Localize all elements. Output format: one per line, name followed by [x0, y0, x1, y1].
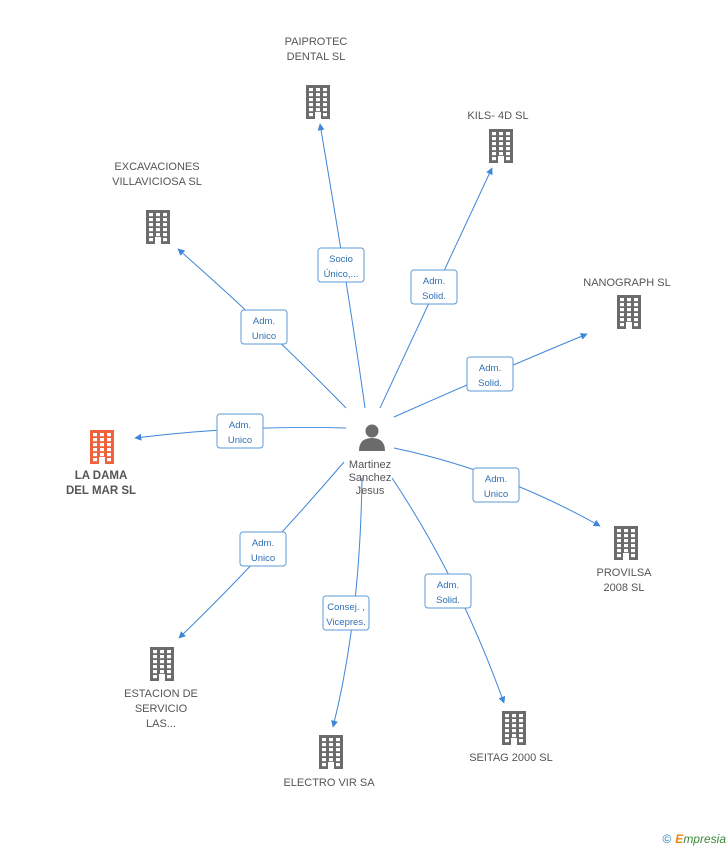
company-name: LAS... [146, 718, 176, 730]
role-label-text: Consej. , [327, 602, 365, 613]
company-name: SEITAG 2000 SL [469, 752, 553, 764]
role-label-text: Solid. [422, 291, 446, 302]
company-name: LA DAMA [75, 470, 128, 482]
building-icon [617, 295, 641, 329]
person-icon [359, 424, 385, 451]
edge-ladama: Adm. Unico [134, 413, 347, 449]
role-label[interactable]: Consej. , Vicepres. [322, 595, 370, 631]
building-icon [90, 430, 114, 464]
company-name: PAIPROTEC [285, 36, 348, 48]
edge-electrovir: Consej. , Vicepres. [322, 477, 370, 728]
role-label-text: Adm. [479, 363, 501, 374]
company-node-ladama[interactable]: LA DAMA DEL MAR SL [66, 430, 136, 497]
person-name: Jesus [356, 485, 385, 497]
building-icon [319, 735, 343, 769]
person-name: Martinez [349, 459, 391, 471]
role-label-box [240, 309, 288, 345]
role-label-text: Solid. [478, 378, 502, 389]
role-label-text: Unico [251, 553, 275, 564]
brand-name: mpresia [683, 832, 726, 846]
role-label-text: Adm. [437, 580, 459, 591]
company-name: VILLAVICIOSA SL [112, 176, 202, 188]
role-label-text: Vicepres. [326, 617, 365, 628]
role-label-box [322, 595, 370, 631]
edge-excavaciones: Adm. Unico [177, 248, 347, 409]
role-label[interactable]: Adm. Solid. [466, 356, 514, 392]
role-label-text: Unico [252, 331, 276, 342]
role-label-text: Adm. [423, 276, 445, 287]
company-name: SERVICIO [135, 703, 188, 715]
company-node-kils[interactable]: KILS- 4D SL [467, 110, 529, 163]
role-label-text: Unico [484, 489, 508, 500]
role-label-box [216, 413, 264, 449]
company-node-excavaciones[interactable]: EXCAVACIONES VILLAVICIOSA SL [112, 161, 202, 244]
building-icon [614, 526, 638, 560]
company-name: ELECTRO VIR SA [283, 777, 375, 789]
role-label-text: Adm. [229, 420, 251, 431]
role-label[interactable]: SocioÚnico,... [317, 247, 365, 283]
role-label[interactable]: Adm. Unico [240, 309, 288, 345]
building-icon [306, 85, 330, 119]
role-label-text: Único,... [324, 269, 359, 280]
company-node-paiprotec[interactable]: PAIPROTEC DENTAL SL [285, 36, 348, 119]
person-name: Sanchez [349, 472, 392, 484]
company-node-seitag[interactable]: SEITAG 2000 SL [469, 711, 553, 764]
role-label-text: Adm. [252, 538, 274, 549]
edge-arrow [317, 123, 366, 409]
copyright-symbol: © [662, 832, 672, 846]
company-name: 2008 SL [604, 582, 645, 594]
edge-nanograph: Adm. Solid. [393, 333, 588, 418]
brand-footer: ©Empresia [662, 832, 726, 846]
edge-seitag: Adm. Solid. [391, 477, 506, 704]
role-label[interactable]: Adm. Unico [216, 413, 264, 449]
role-label-text: Socio [329, 254, 353, 265]
company-node-nanograph[interactable]: NANOGRAPH SL [583, 277, 671, 329]
role-label-box [239, 531, 287, 567]
edge-estacion: Adm. Unico [178, 461, 345, 639]
role-label-box [317, 247, 365, 283]
company-node-estacion[interactable]: ESTACION DE SERVICIO LAS... [124, 647, 198, 730]
role-label[interactable]: Adm. Solid. [410, 269, 458, 305]
edge-kils: Adm. Solid. [379, 167, 493, 409]
company-name: ESTACION DE [124, 688, 198, 700]
company-name: EXCAVACIONES [114, 161, 199, 173]
building-icon [502, 711, 526, 745]
building-icon [146, 210, 170, 244]
edge-paiprotec: SocioÚnico,... [317, 123, 366, 409]
company-node-provilsa[interactable]: PROVILSA 2008 SL [596, 526, 652, 594]
company-name: KILS- 4D SL [467, 110, 528, 122]
role-label-box [472, 467, 520, 503]
role-label-box [410, 269, 458, 305]
role-label-text: Adm. [253, 316, 275, 327]
brand-initial: E [675, 832, 684, 846]
building-icon [150, 647, 174, 681]
company-name: NANOGRAPH SL [583, 277, 670, 289]
company-name: DENTAL SL [287, 51, 346, 63]
role-label-box [424, 573, 472, 609]
role-label-text: Adm. [485, 474, 507, 485]
edge-provilsa: Adm. Unico [393, 447, 601, 527]
company-name: DEL MAR SL [66, 485, 136, 497]
company-node-electrovir[interactable]: ELECTRO VIR SA [283, 735, 375, 789]
role-label-text: Unico [228, 435, 252, 446]
company-name: PROVILSA [596, 567, 652, 579]
role-label-box [466, 356, 514, 392]
role-label[interactable]: Adm. Solid. [424, 573, 472, 609]
building-icon [489, 129, 513, 163]
role-label[interactable]: Adm. Unico [472, 467, 520, 503]
role-label[interactable]: Adm. Unico [239, 531, 287, 567]
role-label-text: Solid. [436, 595, 460, 606]
